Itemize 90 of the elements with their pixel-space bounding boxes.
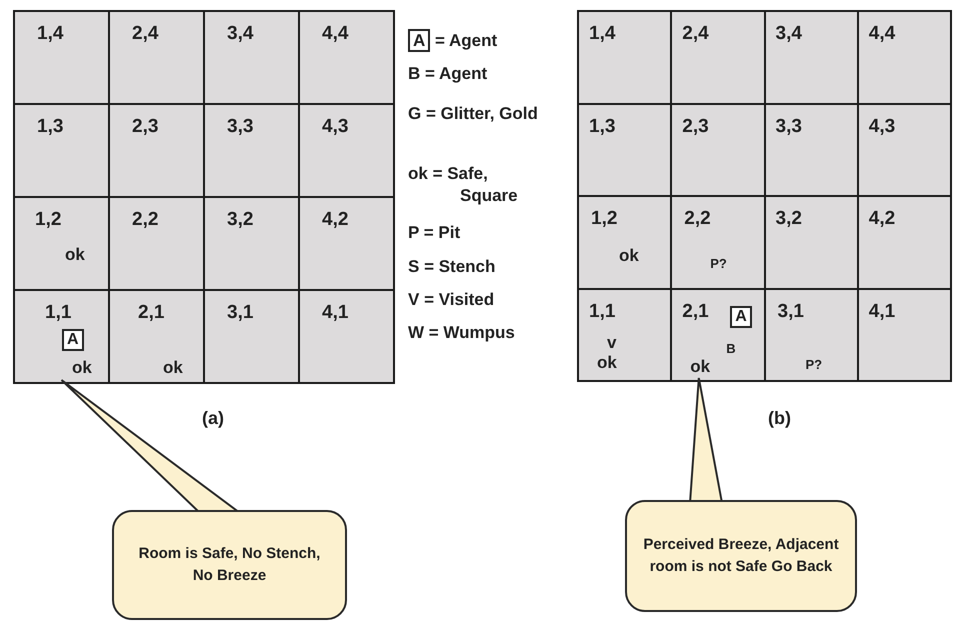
agent-symbol: A: [62, 329, 84, 351]
legend-entry: W = Wumpus: [408, 322, 516, 344]
grid-cell: [577, 102, 672, 197]
agent-symbol: A: [730, 306, 752, 328]
grid-cell: [108, 289, 205, 384]
cell-coordinates: 1,1: [45, 303, 72, 322]
grid-cell: [203, 196, 300, 291]
cell-coordinates: 1,4: [37, 24, 64, 43]
cell-coordinates: 3,2: [776, 209, 802, 228]
cell-mark: ok: [619, 247, 639, 264]
cell-coordinates: 2,4: [682, 24, 709, 43]
grid-cell: [298, 103, 395, 198]
grid-cell: [856, 10, 952, 104]
cell-mark: ok: [690, 358, 710, 374]
grid-cell: [13, 196, 110, 291]
grid-cell: [203, 289, 300, 384]
cell-coordinates: 1,2: [591, 209, 618, 228]
cell-coordinates: 4,4: [868, 24, 896, 43]
cell-coordinates: 4,3: [322, 117, 348, 136]
grid-cell: [577, 288, 672, 382]
grid-cell: [577, 195, 672, 290]
grid-cell: [856, 102, 952, 197]
cell-coordinates: 1,4: [589, 24, 616, 43]
grid-cell: [764, 288, 859, 382]
cell-coordinates: 3,3: [227, 117, 254, 136]
cell-coordinates: 3,3: [776, 116, 802, 136]
grid-cell: [203, 103, 300, 198]
cell-coordinates: 3,4: [227, 24, 254, 43]
cell-mark: P?: [806, 358, 822, 370]
grid-cell: [108, 103, 205, 198]
grid-cell: [13, 103, 110, 198]
cell-mark: B: [726, 342, 736, 354]
speech-bubble: [112, 510, 347, 620]
cell-coordinates: 4,2: [868, 209, 896, 228]
grid-cell: [670, 288, 766, 382]
cell-coordinates: 2,4: [132, 24, 158, 43]
grid-cell: [298, 196, 395, 291]
grid-cell: [670, 10, 766, 104]
grid-cell: [13, 10, 110, 105]
cell-mark: v: [607, 334, 616, 350]
cell-coordinates: 4,3: [868, 116, 896, 136]
cell-coordinates: 3,4: [776, 24, 802, 43]
legend-entry: V = Visited: [408, 289, 496, 311]
speech-bubble: [625, 500, 857, 612]
grid-cell: [108, 10, 205, 105]
grid-cell: [577, 10, 672, 104]
cell-mark: ok: [65, 246, 85, 263]
grid-cell: [856, 288, 952, 382]
cell-coordinates: 1,3: [37, 117, 64, 136]
callout-text: Room is Safe, No Stench, No Breeze: [138, 544, 322, 586]
cell-coordinates: 2,1: [682, 302, 709, 320]
cell-coordinates: 2,2: [684, 209, 711, 228]
grid-cell: [298, 10, 395, 105]
cell-mark: ok: [597, 354, 617, 370]
cell-coordinates: 1,1: [589, 302, 616, 320]
grid-cell: [670, 195, 766, 290]
grid-cell: [856, 195, 952, 290]
grid-cell: [298, 289, 395, 384]
cell-coordinates: 4,1: [868, 302, 896, 320]
grid-cell: [764, 195, 859, 290]
panel-caption: (a): [202, 408, 224, 429]
cell-coordinates: 3,1: [227, 303, 254, 322]
callout-text: Perceived Breeze, Adjacent room is not Safe Go Back: [642, 535, 840, 577]
grid-cell: [203, 10, 300, 105]
legend-entry: A = Agent: [408, 30, 548, 52]
legend-entry: B = Agent: [408, 63, 488, 85]
legend-entry: S = Stench: [408, 256, 496, 278]
cell-coordinates: 3,1: [778, 302, 804, 320]
cell-coordinates: 4,1: [322, 303, 348, 322]
cell-coordinates: 3,2: [227, 210, 254, 229]
cell-mark: ok: [163, 359, 183, 376]
legend-entry: G = Glitter, Gold: [408, 103, 539, 125]
cell-coordinates: 1,2: [35, 210, 62, 229]
cell-coordinates: 4,2: [322, 210, 348, 229]
grid-cell: [670, 102, 766, 197]
legend-entry: ok = Safe, Square: [408, 163, 519, 208]
cell-mark: P?: [710, 257, 727, 270]
grid-cell: [764, 102, 859, 197]
cell-coordinates: 2,3: [682, 116, 709, 136]
cell-coordinates: 1,3: [589, 116, 616, 136]
grid-cell: [13, 289, 110, 384]
grid-cell: [108, 196, 205, 291]
legend-entry: P = Pit: [408, 222, 462, 244]
cell-coordinates: 2,1: [138, 303, 164, 322]
panel-caption: (b): [768, 408, 791, 429]
cell-mark: ok: [72, 359, 92, 376]
grid-cell: [764, 10, 859, 104]
cell-coordinates: 4,4: [322, 24, 348, 43]
cell-coordinates: 2,2: [132, 210, 158, 229]
cell-coordinates: 2,3: [132, 117, 158, 136]
